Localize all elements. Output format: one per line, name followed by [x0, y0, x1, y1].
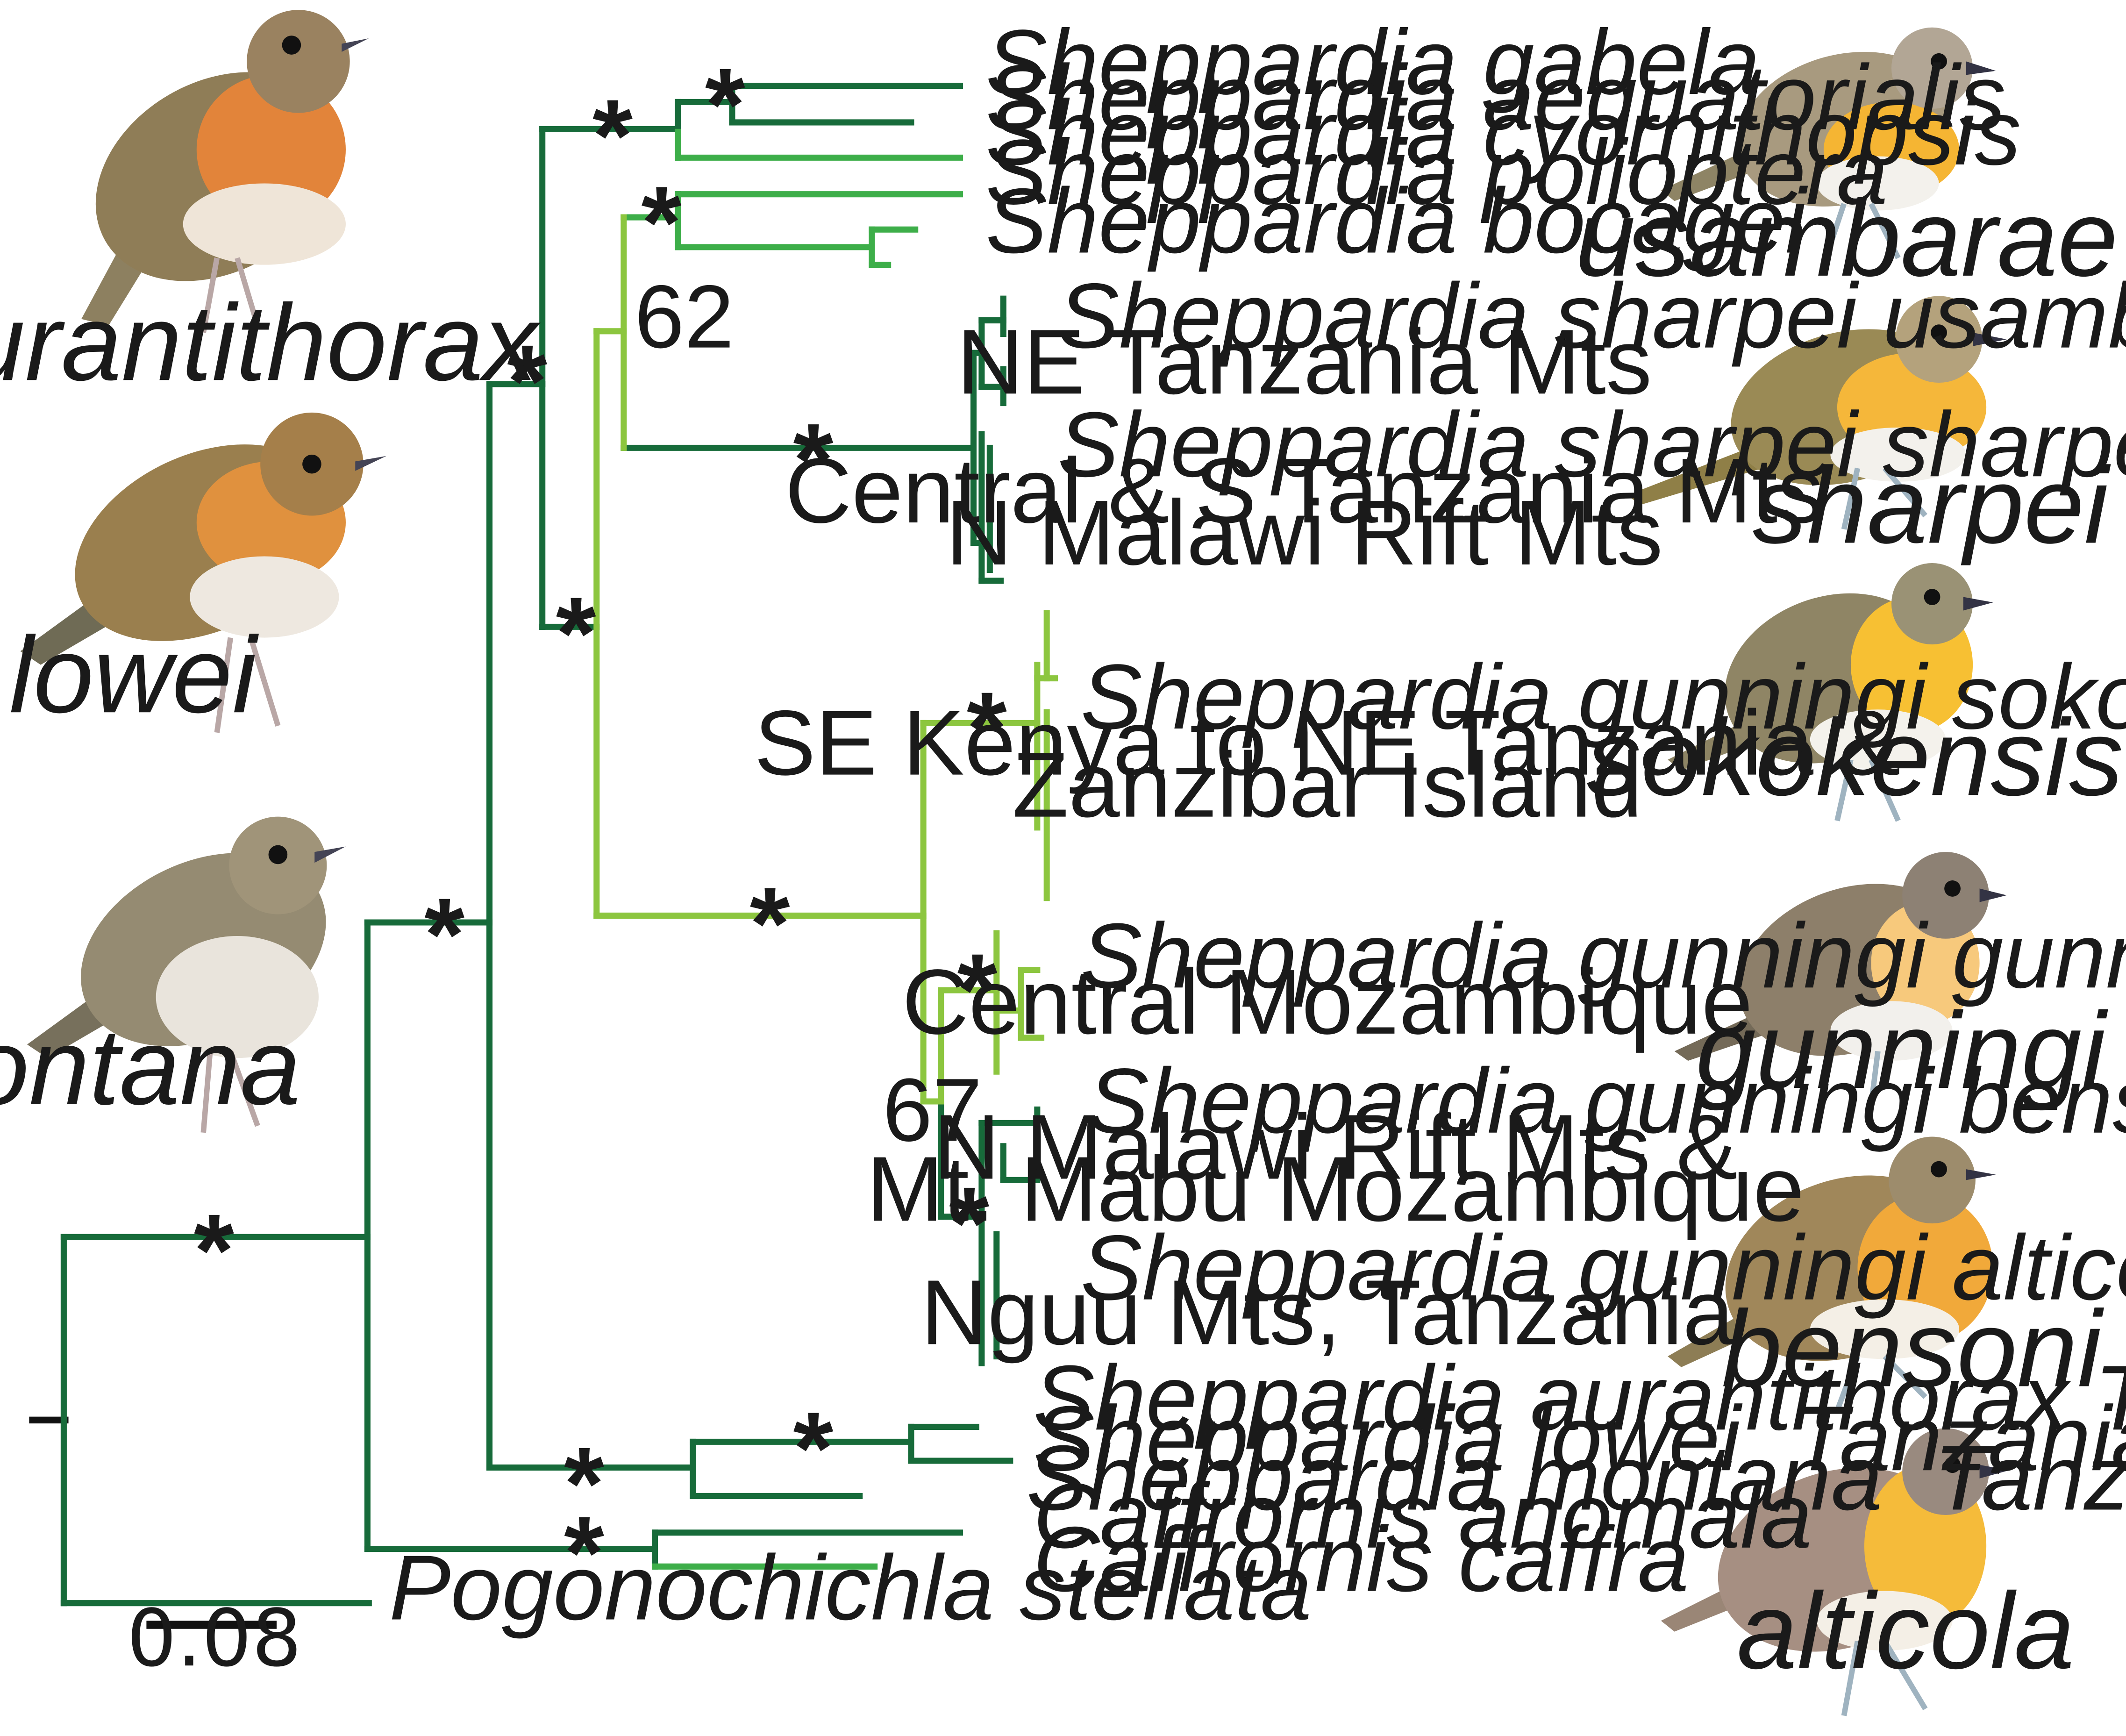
support-star: * — [705, 47, 745, 162]
support-star: * — [957, 932, 998, 1048]
taxon-label-gabela: Sheppardia gabela — [986, 10, 1760, 114]
taxon-label-polioptera: Sheppardia polioptera — [986, 120, 1888, 223]
taxon-label-aequatorialis: Sheppardia aequatorialis — [986, 45, 2006, 149]
bird-illustration-aurantithorax — [81, 10, 369, 333]
locality-sharpei-1: Central & S Tanzania Mts — [785, 439, 1824, 542]
locality-alticola-1: Nguu Mts, Tanzania — [921, 1260, 1734, 1364]
bird-illustrations — [20, 10, 2010, 1716]
support-star: * — [949, 1165, 989, 1281]
bird-illustration-bensoni — [1668, 1136, 1996, 1412]
bird-illustration-usambarae — [1661, 27, 1996, 266]
taxon-label-stellata: Pogonochichla stellata — [389, 1536, 1312, 1639]
support-star: * — [793, 402, 834, 517]
support-star: * — [424, 877, 464, 992]
locality-bensoni-2: Mt. Mabu Mozambique — [867, 1137, 1805, 1240]
support-star: * — [194, 1193, 234, 1308]
tree-branches — [29, 83, 1058, 1607]
locality-gunningi-1: Central Mozambique — [902, 950, 1753, 1053]
support-star: * — [967, 670, 1007, 786]
support-star: * — [793, 1390, 834, 1506]
bird-name-montana: montana — [0, 1007, 300, 1128]
support-star: * — [564, 1495, 604, 1610]
bird-illustration-sharpei — [1627, 296, 2007, 530]
bird-illustration-alticola — [1661, 1428, 2010, 1716]
locality-sharpei-2: N Malawi Rift Mts — [946, 481, 1663, 584]
taxon-label-bensoni: Sheppardia gunningi bensoni — [1087, 1049, 2126, 1152]
taxon-label-lowei: Sheppardia lowei Tanzania — [1033, 1386, 2126, 1490]
taxon-label-anomala: Caffrornis anomala — [1033, 1464, 1812, 1567]
taxon-label-bocagei: Sheppardia bocagei — [986, 169, 1808, 272]
scale-bar-label: 0.08 — [127, 1593, 302, 1684]
locality-usambarae-1: NE Tanzania Mts — [957, 310, 1652, 413]
taxon-label-alticola: Sheppardia gunningi alticola — [1081, 1216, 2126, 1319]
locality-sokokensis-2: Zanzibar Island — [1012, 733, 1642, 836]
taxon-label-cyornithopsis: Sheppardia cyornithopsis — [986, 81, 2021, 184]
bird-illustration-sokokensis — [1668, 563, 1993, 822]
support-values: * * * 62 * * * * * * * 67 * * * * * — [194, 47, 1007, 1610]
bird-name-usambarae: usambarae — [1575, 178, 2118, 299]
locality-sokokensis-1: SE Kenya to NE Tanzania & — [754, 691, 1900, 794]
bird-illustration-lowei — [20, 412, 387, 733]
scale-bar: 0.08 — [127, 1593, 302, 1684]
taxon-label-usambarae: Sheppardia sharpei usambarae — [1057, 264, 2126, 367]
taxon-label-montana: Sheppardia montana Tanzania — [1027, 1426, 2126, 1529]
bird-illustration-gunningi — [1674, 852, 2007, 1106]
support-value-62: 62 — [635, 267, 734, 367]
bird-illustration-montana — [27, 816, 346, 1133]
support-value-67: 67 — [883, 1060, 982, 1160]
support-star: * — [592, 78, 633, 193]
bird-name-lowei: lowei — [9, 614, 259, 736]
support-star: * — [642, 164, 682, 280]
support-star: * — [556, 575, 596, 691]
bird-name-gunningi: gunningi — [1696, 990, 2108, 1111]
bird-name-bensoni: bensoni — [1722, 1288, 2105, 1409]
bird-name-alticola: alticola — [1737, 1571, 2075, 1692]
bird-name-sharpei: sharpei — [1753, 445, 2111, 566]
taxon-label-aurantithorax: Sheppardia aurantithorax Tanzania — [1033, 1346, 2126, 1449]
taxon-label-gunningi: Sheppardia gunningi gunningi — [1081, 904, 2126, 1007]
locality-bensoni-1: N Malawi Rift Mts & — [934, 1095, 1738, 1198]
support-star: * — [750, 865, 790, 981]
bird-name-labels: aurantithorax lowei montana usambarae sh… — [0, 178, 2123, 1692]
bird-name-sokokensis: sokokensis — [1587, 697, 2123, 818]
support-star: * — [507, 323, 547, 439]
taxon-label-caffra: Caffrornis caffra — [1033, 1507, 1689, 1611]
bird-name-aurantithorax: aurantithorax — [0, 282, 541, 403]
taxon-labels: Sheppardia gabela Sheppardia aequatorial… — [389, 10, 2126, 1639]
taxon-label-sharpei: Sheppardia sharpei sharpei — [1057, 393, 2126, 496]
support-star: * — [564, 1426, 604, 1541]
taxon-label-sokokensis: Sheppardia gunningi sokokensis — [1081, 645, 2126, 748]
